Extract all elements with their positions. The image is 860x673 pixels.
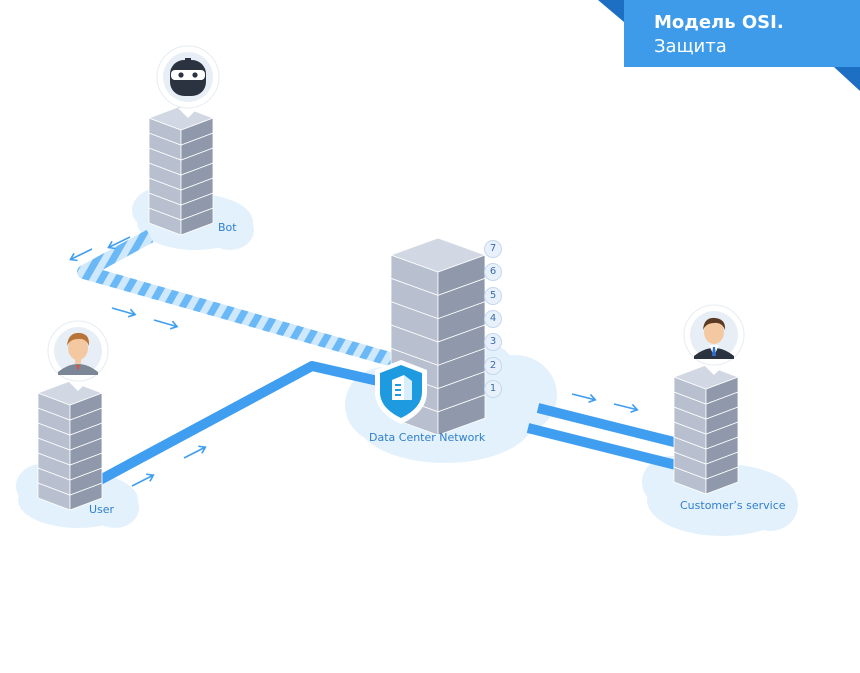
man-avatar-icon — [54, 327, 102, 375]
ninja-bot-icon — [163, 52, 213, 102]
banner-subtitle: Защита — [654, 36, 727, 57]
arrow-to-bot-2 — [67, 244, 95, 264]
osi-layer-5: 5 — [484, 286, 502, 305]
osi-layer-7: 7 — [484, 240, 502, 258]
arrow-to-customer-2 — [612, 399, 640, 415]
shield-building-icon — [375, 360, 427, 424]
bot-link — [77, 229, 402, 369]
banner-title: Модель OSI. — [654, 12, 784, 33]
customer-server — [672, 364, 740, 495]
arrow-from-user-1 — [129, 470, 157, 491]
osi-layer-3: 3 — [484, 333, 502, 352]
arrow-to-customer-1 — [570, 389, 598, 405]
osi-layer-1: 1 — [484, 379, 502, 398]
bot-server — [147, 105, 215, 236]
data-center-label: Data Center Network — [369, 431, 486, 444]
businessman-avatar-icon — [690, 311, 738, 359]
osi-layer-4: 4 — [484, 309, 502, 328]
user-label: User — [89, 503, 115, 516]
customer-avatar-pin — [683, 304, 745, 375]
arrow-from-bot-1 — [110, 303, 137, 320]
arrow-from-user-2 — [181, 442, 209, 463]
osi-layer-2: 2 — [484, 356, 502, 375]
user-server — [36, 380, 104, 511]
user-avatar-pin — [47, 320, 109, 391]
arrow-from-bot-2 — [152, 315, 179, 332]
customer-link — [526, 403, 692, 471]
osi-layer-6: 6 — [484, 263, 502, 282]
servers — [36, 105, 740, 511]
customer-label: Customer’s service — [680, 499, 786, 512]
title-banner — [598, 0, 860, 91]
user-link — [97, 361, 402, 485]
bot-avatar-pin — [156, 45, 220, 118]
bot-label: Bot — [218, 221, 237, 234]
